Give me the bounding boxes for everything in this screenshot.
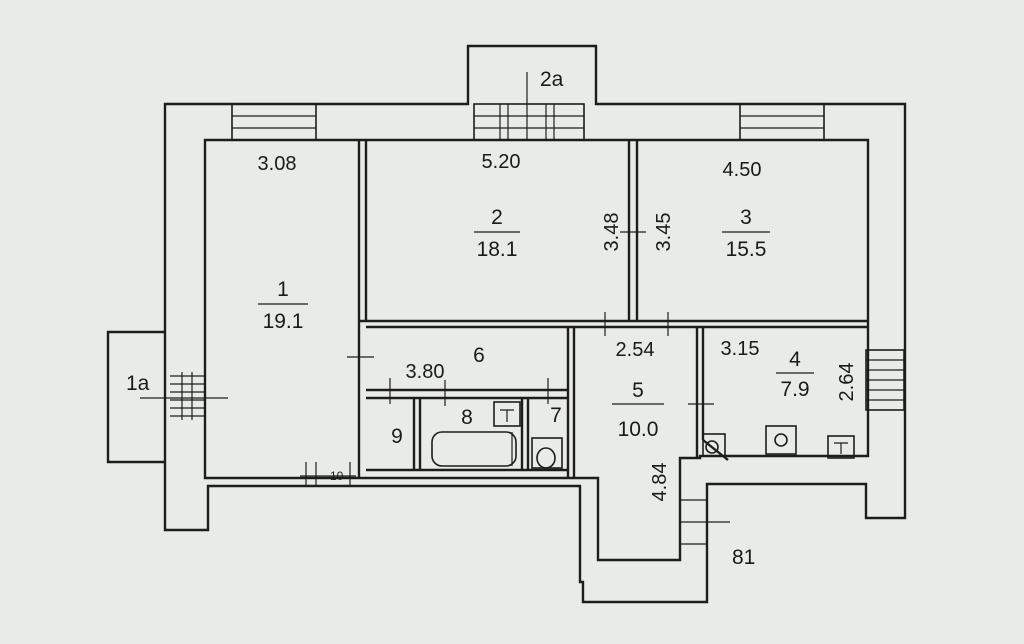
- room-4-width: 3.15: [721, 338, 760, 360]
- room-labels: 1a 2a 81 10 3.08 1 19.1 5.20 2 18.1 3.48…: [126, 68, 858, 569]
- room-8-number: 8: [461, 406, 473, 429]
- window-right: [739, 103, 825, 141]
- door-mark-10: 10: [330, 469, 344, 483]
- room-3-width: 4.50: [723, 159, 762, 181]
- window-balcony: [473, 72, 585, 141]
- label-2a: 2a: [540, 68, 564, 91]
- entry-stairs: [140, 372, 228, 420]
- room-5-depth: 4.84: [649, 463, 671, 502]
- door-ticks: [300, 231, 730, 545]
- window-left: [231, 103, 317, 141]
- room-4-number: 4: [789, 348, 801, 371]
- partitions: [357, 140, 868, 478]
- room-1-area: 19.1: [263, 310, 304, 333]
- room-3-depth: 3.45: [653, 213, 675, 252]
- room-2-number: 2: [491, 206, 503, 229]
- label-1a: 1a: [126, 372, 150, 395]
- bathtub: [431, 431, 517, 467]
- room-4-area: 7.9: [780, 378, 809, 401]
- room-1-width: 3.08: [258, 153, 297, 175]
- outer-wall: [163, 44, 907, 604]
- bath-sink: [493, 401, 521, 427]
- room-5-number: 5: [632, 379, 644, 402]
- room-9-number: 9: [391, 425, 403, 448]
- entry-block-1a: [106, 330, 165, 464]
- kitchen-sink: [765, 425, 797, 455]
- label-81: 81: [732, 546, 755, 569]
- kitchen-unit: [827, 435, 855, 459]
- room-1-number: 1: [277, 278, 289, 301]
- room-2-area: 18.1: [477, 238, 518, 261]
- room-2-width: 5.20: [482, 151, 521, 173]
- gas-riser: [702, 433, 726, 457]
- room-6-width: 3.80: [406, 361, 445, 383]
- room-6-number: 6: [473, 344, 485, 367]
- window-kitchen: [865, 349, 905, 411]
- room-5-area: 10.0: [618, 418, 659, 441]
- room-7-number: 7: [550, 404, 562, 427]
- toilet: [531, 437, 563, 469]
- inner-wall: [203, 138, 870, 562]
- room-2-depth: 3.48: [601, 213, 623, 252]
- room-4-depth: 2.64: [836, 363, 858, 402]
- room-3-area: 15.5: [726, 238, 767, 261]
- room-5-width: 2.54: [616, 339, 655, 361]
- room-3-number: 3: [740, 206, 752, 229]
